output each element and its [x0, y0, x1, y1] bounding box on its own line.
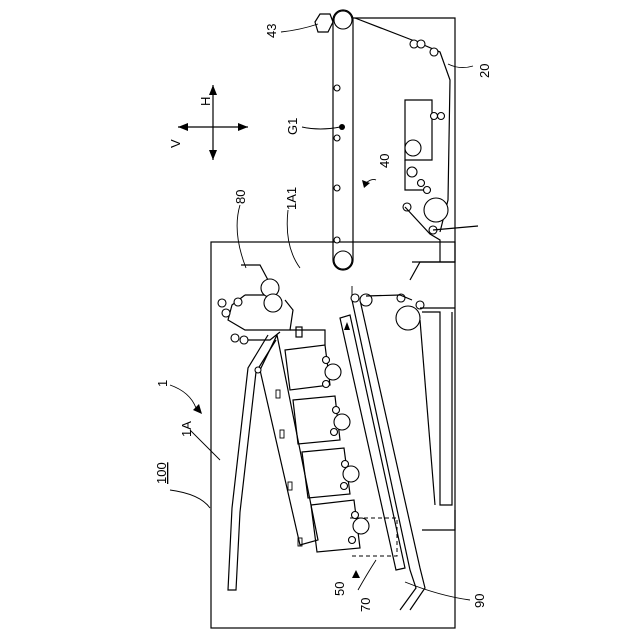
belt-idler — [334, 185, 340, 191]
belt-top-roller — [334, 11, 352, 29]
arrow-1 — [193, 404, 202, 414]
cassette-tray — [422, 312, 452, 505]
small-marker — [344, 322, 350, 330]
roller — [431, 113, 438, 120]
image-forming-unit-4 — [311, 500, 369, 552]
frame-slot — [288, 482, 292, 490]
leader-1a1 — [287, 210, 300, 268]
roller — [240, 336, 248, 344]
arrow-head-right — [238, 123, 248, 131]
belt-idler — [334, 135, 340, 141]
leader-43 — [281, 24, 318, 32]
leader-1 — [170, 385, 196, 408]
image-forming-unit-2 — [293, 396, 350, 444]
large-roller — [424, 198, 448, 222]
image-forming-unit-3 — [302, 448, 359, 498]
label-80: 80 — [233, 190, 248, 204]
label-20: 20 — [477, 64, 492, 78]
part-43 — [315, 14, 333, 32]
leader-70 — [358, 560, 376, 590]
label-v: V — [168, 139, 183, 148]
return-guide — [228, 335, 276, 590]
outer-guide — [352, 300, 416, 610]
label-100: 100 — [154, 462, 169, 484]
image-forming-unit-1 — [285, 330, 341, 390]
roller — [231, 334, 239, 342]
outer-guide-2 — [360, 300, 425, 610]
leader-1a — [190, 430, 220, 460]
roller — [405, 140, 421, 156]
upper-unit-outline — [353, 18, 455, 262]
label-90: 90 — [472, 594, 487, 608]
arrow-head-down — [209, 150, 217, 160]
leader-g1 — [302, 127, 340, 129]
leader-20 — [448, 64, 473, 68]
belt-bottom-roller — [334, 251, 352, 269]
cassette-sheet — [420, 320, 435, 505]
belt-idler — [334, 237, 340, 243]
frame-slot — [280, 430, 284, 438]
label-1a1: 1A1 — [284, 187, 299, 210]
roller — [417, 40, 425, 48]
label-g1: G1 — [285, 118, 300, 135]
roller — [407, 167, 417, 177]
arrow-head-up — [209, 85, 217, 95]
label-43: 43 — [264, 24, 279, 38]
frame-slot — [276, 390, 280, 398]
roller — [430, 48, 438, 56]
label-1a: 1A — [179, 421, 194, 437]
cassette-bottom — [422, 510, 455, 530]
roller — [424, 187, 431, 194]
label-h: H — [198, 97, 213, 106]
roller — [438, 113, 445, 120]
leader-100 — [170, 490, 210, 508]
arrow-head-left — [178, 123, 188, 131]
label-40: 40 — [377, 154, 392, 168]
label-70: 70 — [358, 598, 373, 612]
small-arrow-50 — [352, 570, 360, 578]
roller — [222, 309, 230, 317]
frame-tab — [296, 327, 302, 337]
feed-roller — [396, 306, 420, 330]
unit-frame — [260, 335, 318, 545]
roller — [234, 298, 242, 306]
pressure-roller — [264, 294, 282, 312]
leader-80 — [237, 205, 246, 268]
label-50: 50 — [332, 582, 347, 596]
frame-pivot — [255, 367, 261, 373]
belt-idler — [334, 85, 340, 91]
roller — [218, 299, 226, 307]
label-1: 1 — [155, 380, 170, 387]
cassette-top — [410, 262, 455, 280]
roller — [418, 180, 425, 187]
